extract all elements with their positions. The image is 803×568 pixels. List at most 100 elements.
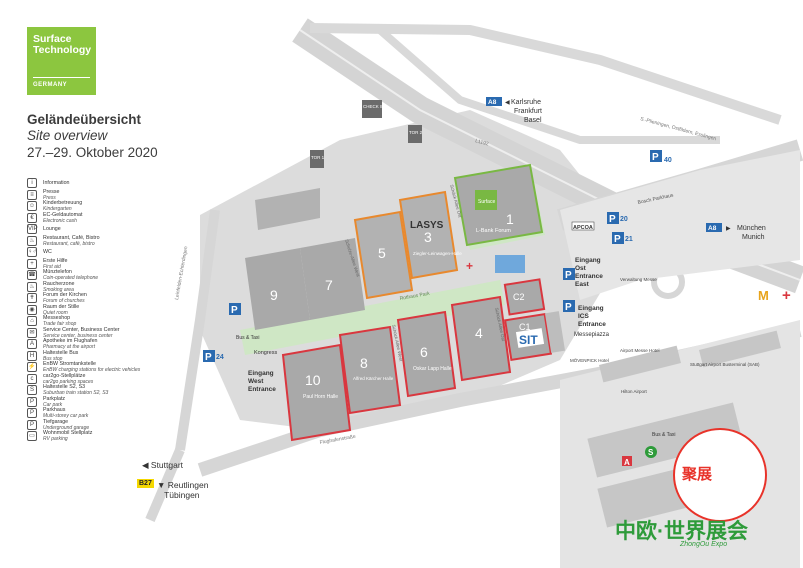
legend-label-en: Smoking area xyxy=(43,286,74,293)
hall-5 xyxy=(353,210,414,300)
hall-c1-label: C1 xyxy=(519,322,531,332)
legend-label-de: Parkplatz xyxy=(43,395,66,402)
legend-label-de: EC-Geldautomat xyxy=(43,211,83,218)
legend-label-de: Messeshop xyxy=(43,315,71,321)
a8-right-shield xyxy=(706,223,722,232)
legend-label-en: Bus stop xyxy=(43,355,63,362)
legend-label-de: Forum der Kirchen xyxy=(43,292,87,298)
coin-phone-icon: ☎ xyxy=(27,270,37,280)
stuttgart-direction: ◀ Stuttgart xyxy=(142,460,184,470)
parking-20-icon xyxy=(607,212,619,224)
movenpick-label: MÖVENPICK Hotel xyxy=(570,357,609,363)
l1192-label: L1192 xyxy=(474,138,489,147)
hall-gray-top xyxy=(255,188,320,230)
hall-5-number: 5 xyxy=(378,245,386,261)
watermark-title: 聚展 xyxy=(682,466,713,483)
legend-label-de: car2go-Stellplätze xyxy=(43,372,86,379)
title-en: Site overview xyxy=(27,128,108,143)
parking-40-p: P xyxy=(652,152,659,163)
wc-icon: ♀♂ xyxy=(27,247,37,257)
tor1-label: TOR 1 xyxy=(311,155,325,160)
underground-garage-icon: P xyxy=(27,419,37,430)
restaurant-icon: ♨ xyxy=(27,235,37,246)
legend-label-en: Press xyxy=(43,194,56,201)
kongress-label: Kongress xyxy=(254,350,277,356)
legend-label-de: Restaurant, Café, Bistro xyxy=(43,234,100,241)
parking-23-icon xyxy=(563,300,575,312)
west-entrance-2: West xyxy=(248,378,264,385)
hilton-label: Hilton Airport xyxy=(621,389,648,394)
logo-rule xyxy=(33,77,90,78)
ics-entrance-3: Entrance xyxy=(578,321,606,328)
legend-label-en: Pharmacy at the airport xyxy=(43,344,95,350)
apcoa-box xyxy=(571,221,595,231)
east-entrance-2: Ost xyxy=(575,265,587,272)
hall-10 xyxy=(281,343,352,442)
legend-label-en: Kindergarten xyxy=(43,206,72,212)
hall-10-name: Paul Horn Halle xyxy=(303,394,338,400)
airport-building-4 xyxy=(699,330,781,368)
surface-exhibitor-tag xyxy=(475,190,497,210)
parking-garage-icon: P xyxy=(27,408,37,418)
a8-right-dest1: München xyxy=(737,225,766,232)
airport-building-3 xyxy=(599,345,681,383)
a8-right-label: A8 xyxy=(708,225,717,232)
tor1-box xyxy=(310,150,324,168)
parking-info-tag xyxy=(495,255,525,273)
parking-40-label: 40 xyxy=(664,157,672,164)
reutlingen-label: Reutlingen xyxy=(167,480,209,490)
press-icon: ≡ xyxy=(27,189,37,200)
information-icon: i xyxy=(27,178,37,188)
legend-label-en: Service center, business center xyxy=(43,332,113,339)
legend-label-en: Trade fair shop xyxy=(43,321,77,327)
legend-label-de: EnBW Stromtankstelle xyxy=(43,361,96,367)
legend-label-de: Service Center, Business Center xyxy=(43,326,120,333)
road-top xyxy=(309,23,782,125)
surface-exhibitor-label: Surface xyxy=(478,199,495,205)
page-heading: Geländeübersicht Site overview 27.–29. O… xyxy=(27,112,158,162)
bus-stop-icon: H xyxy=(27,350,37,361)
legend-label-de: Wohnmobil Stellplatz xyxy=(43,430,93,436)
church-icon: ✝ xyxy=(27,293,37,303)
reutlingen-direction: ▼ Reutlingen Tübingen xyxy=(157,480,209,500)
legend-label-de: Erste Hilfe xyxy=(43,257,68,264)
messepiazza-label: Messepiazza xyxy=(574,332,610,338)
west-entrance-3: Entrance xyxy=(248,386,276,393)
pharmacy-map-icon xyxy=(622,456,632,466)
leinfelden-label: Leinfelden-Echterdingen xyxy=(174,246,189,301)
legend-label-en: RV parking xyxy=(43,436,68,442)
watermark-name: 中欧·世界展会 xyxy=(615,520,748,543)
hall-1-name: L-Bank Forum xyxy=(476,228,511,234)
hall-10-number: 10 xyxy=(305,372,321,388)
s-bahn-icon xyxy=(645,446,657,458)
b27-shield: B27 xyxy=(137,479,154,488)
title-de: Geländeübersicht xyxy=(27,112,142,127)
legend-item: ♀♂WC xyxy=(27,246,197,258)
legend-label-de: Presse xyxy=(43,188,60,195)
hall-1-number: 1 xyxy=(506,211,514,227)
hall-3-number: 3 xyxy=(424,229,432,245)
mcdonalds-icon: M xyxy=(758,288,769,303)
checkin-label: CHECK IN xyxy=(363,104,385,109)
parking-24-p: P xyxy=(205,352,212,363)
hall-1 xyxy=(453,163,544,247)
legend-label-de: Tiefgarage xyxy=(43,418,69,425)
pharmacy-icon: A xyxy=(27,339,37,349)
legend-label-en: First aid xyxy=(43,263,61,270)
legend-label-de: Apotheke im Flughafen xyxy=(43,338,98,344)
west-entrance-1: Eingang xyxy=(248,370,274,377)
rothaus-park-label: Rothaus Park xyxy=(399,291,430,302)
legend-label-de: Raum der Stille xyxy=(43,303,80,310)
first-aid-icon: + xyxy=(27,258,37,269)
